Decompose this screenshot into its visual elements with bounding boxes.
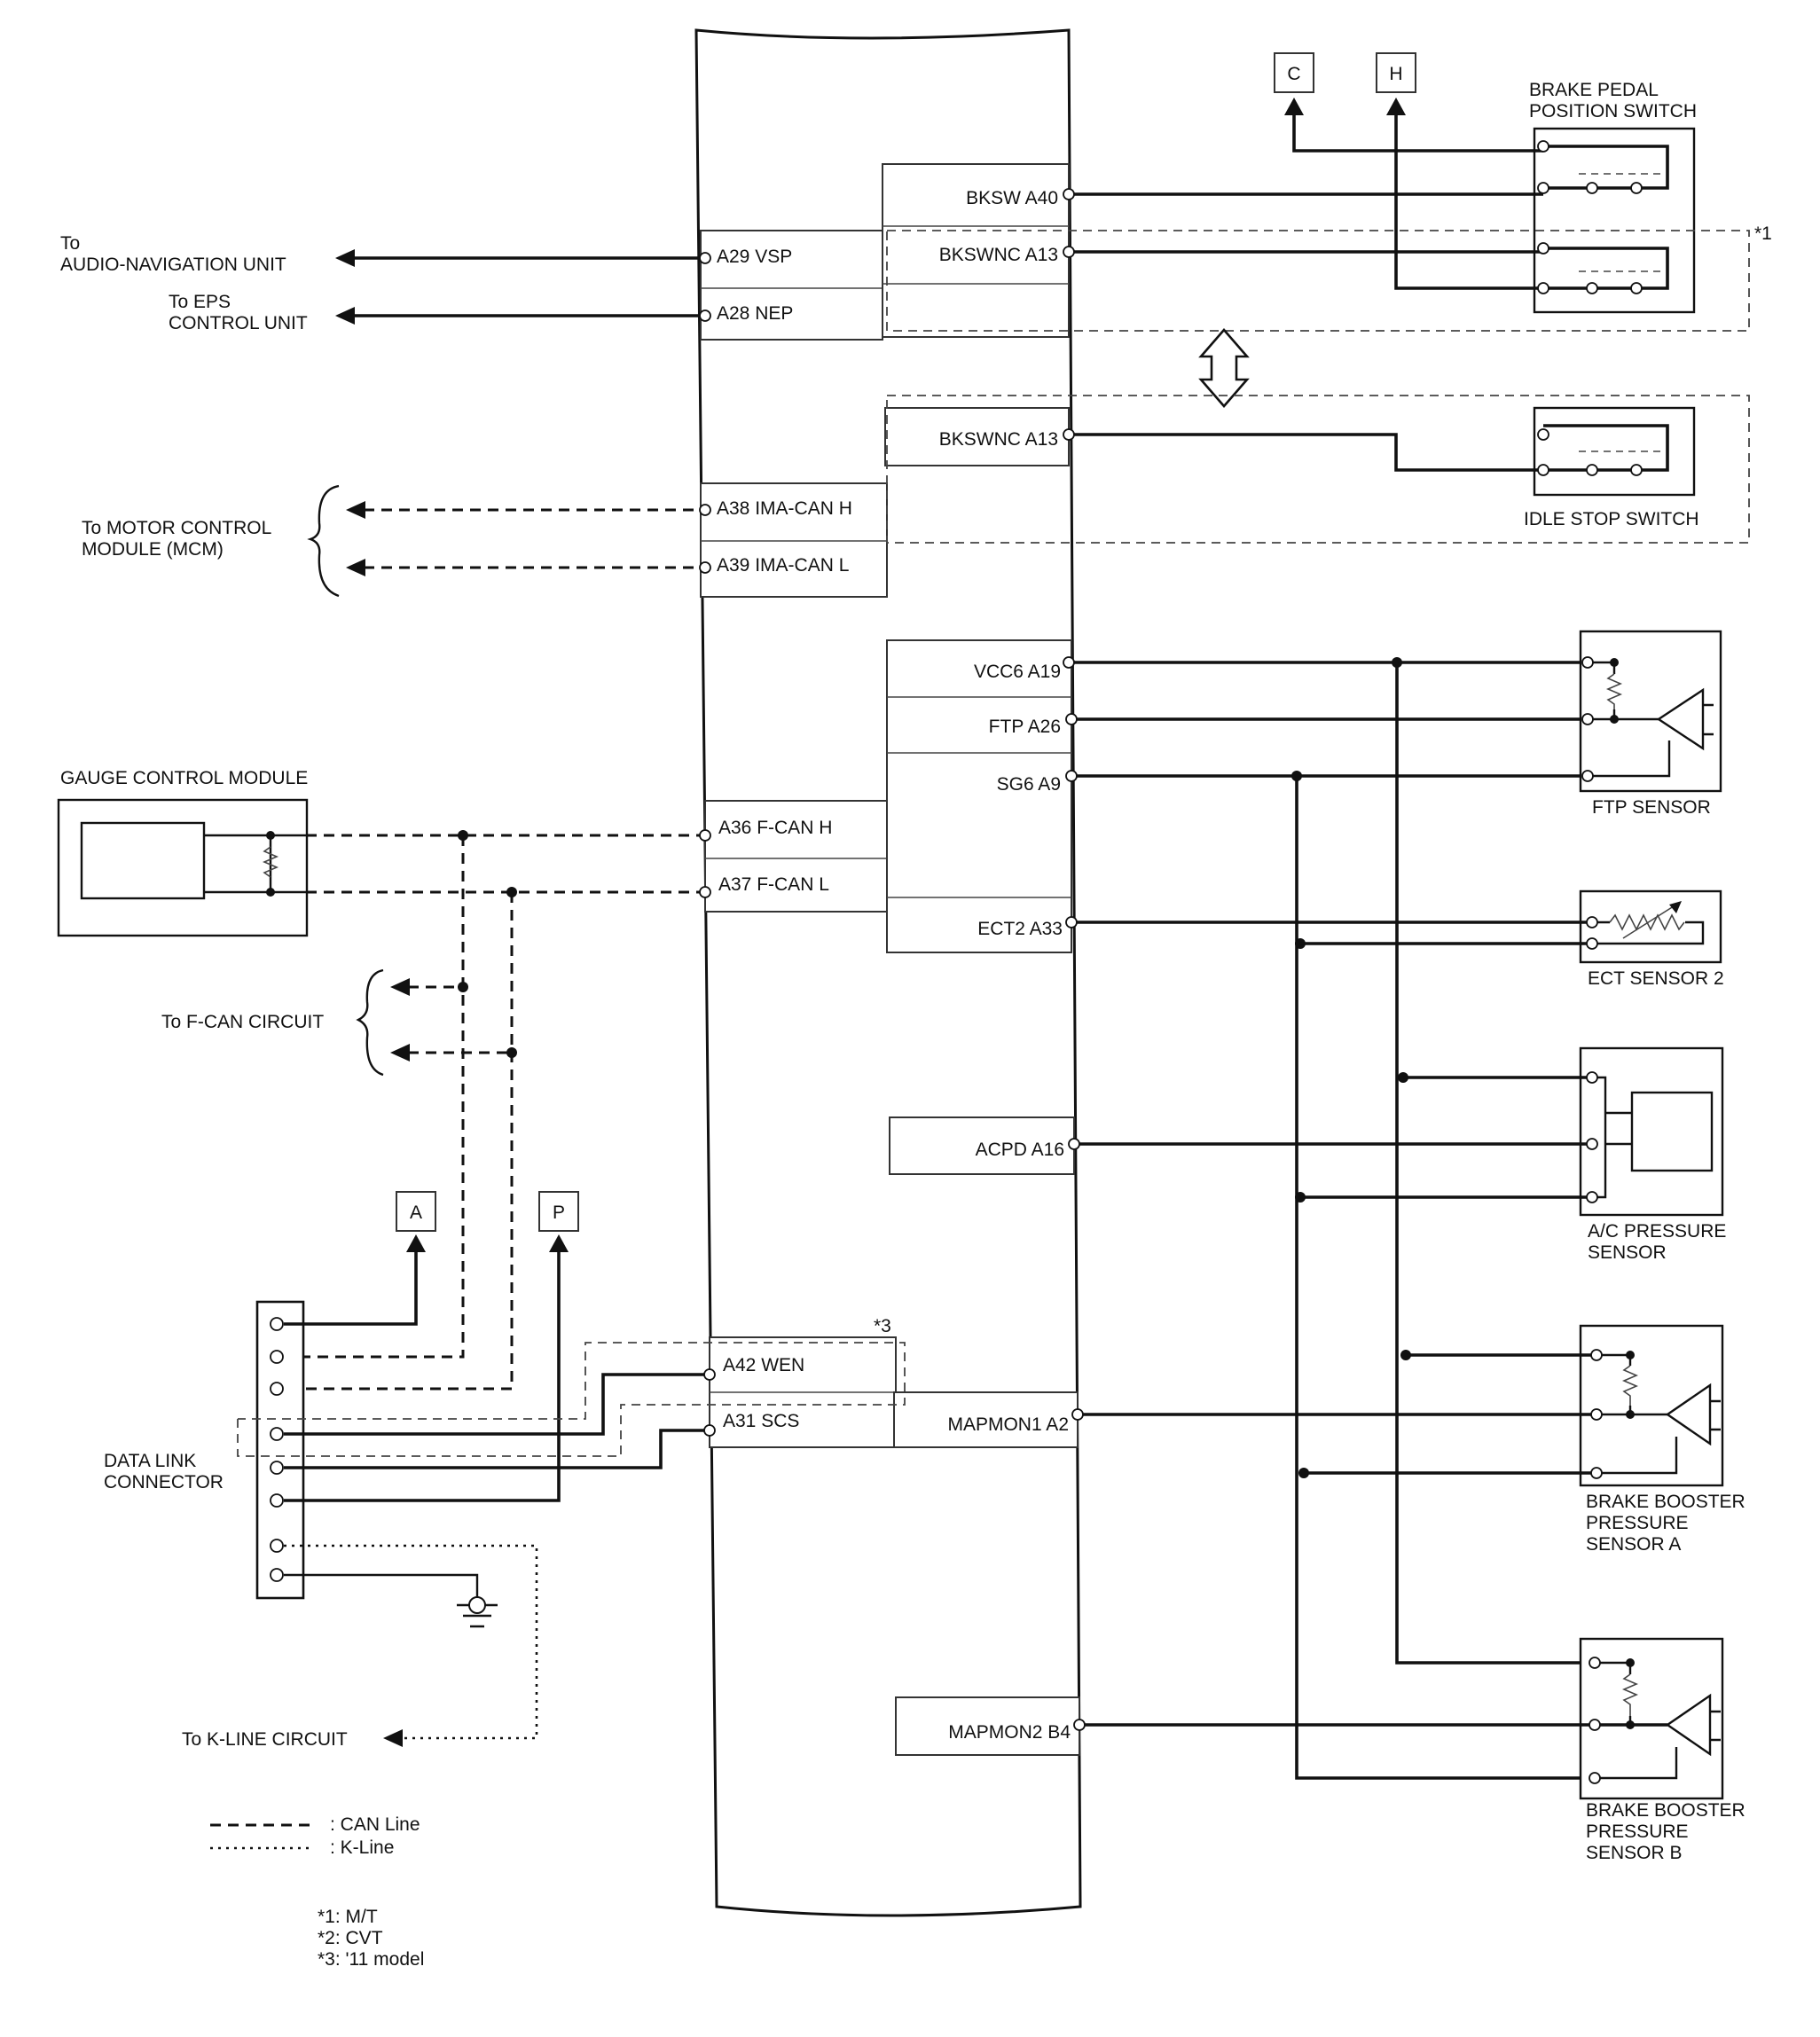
label-eps-control-unit: CONTROL UNIT — [169, 313, 308, 333]
label-ftp-sensor: FTP SENSOR — [1592, 797, 1711, 818]
ect-sensor-2 — [1579, 889, 1722, 964]
ecm-left-connector-panels — [700, 230, 897, 1448]
label-to-f-can-circuit: To F-CAN CIRCUIT — [161, 1012, 324, 1032]
pin-mapmon2-b4: MAPMON2 B4 — [948, 1722, 1071, 1743]
pin-a42-wen: A42 WEN — [723, 1355, 804, 1375]
pin-a37-f-can-l: A37 F-CAN L — [718, 874, 829, 895]
label-bbps-a-2: PRESSURE — [1586, 1513, 1689, 1533]
label-to-eps: To EPS — [169, 292, 231, 312]
pin-bkswnc-a13: BKSWNC A13 — [939, 245, 1058, 265]
label-data-link: DATA LINK — [104, 1451, 196, 1471]
footnote-mt: *1: M/T — [318, 1907, 378, 1927]
note-star3: *3 — [874, 1316, 891, 1336]
label-bbps-b-1: BRAKE BOOSTER — [1586, 1800, 1745, 1821]
label-ac-pressure: A/C PRESSURE — [1588, 1221, 1726, 1242]
label-module-mcm: MODULE (MCM) — [82, 539, 224, 560]
label-idle-stop-switch: IDLE STOP SWITCH — [1524, 509, 1699, 529]
connector-ref-c: C — [1287, 64, 1300, 84]
label-position-switch: POSITION SWITCH — [1529, 101, 1697, 121]
ecm-right-connector-panels — [882, 163, 1080, 1756]
label-bbps-b-3: SENSOR B — [1586, 1843, 1683, 1863]
dlc-terminals — [270, 1317, 284, 1582]
pin-sg6-a9: SG6 A9 — [997, 774, 1061, 795]
pin-a36-f-can-h: A36 F-CAN H — [718, 818, 832, 838]
data-link-connector — [255, 1300, 305, 1600]
idle-stop-switch — [1533, 406, 1696, 497]
label-bbps-b-2: PRESSURE — [1586, 1822, 1689, 1842]
legend-can-line: : CAN Line — [330, 1814, 420, 1835]
connector-ref-p: P — [553, 1203, 565, 1223]
pin-acpd-a16: ACPD A16 — [976, 1140, 1064, 1160]
note-star1: *1 — [1754, 223, 1772, 244]
label-connector: CONNECTOR — [104, 1472, 224, 1492]
legend-k-line: : K-Line — [330, 1837, 394, 1858]
brake-pedal-position-switch — [1533, 127, 1696, 314]
label-ac-sensor: SENSOR — [1588, 1242, 1667, 1263]
pin-bksw-a40: BKSW A40 — [966, 188, 1058, 208]
pin-ect2-a33: ECT2 A33 — [977, 919, 1063, 939]
connector-ref-h: H — [1389, 64, 1402, 84]
label-audio-navigation-unit: AUDIO-NAVIGATION UNIT — [60, 255, 286, 275]
footnote-cvt: *2: CVT — [318, 1928, 383, 1948]
pin-ftp-a26: FTP A26 — [989, 717, 1061, 737]
pin-a38-ima-can-h: A38 IMA-CAN H — [717, 498, 852, 519]
pin-a39-ima-can-l: A39 IMA-CAN L — [717, 555, 849, 576]
footnote-11-model: *3: '11 model — [318, 1949, 424, 1970]
label-to-motor-control: To MOTOR CONTROL — [82, 518, 271, 538]
ecm-pin-terminals — [699, 188, 1086, 1731]
label-gauge-control-module: GAUGE CONTROL MODULE — [60, 768, 308, 788]
label-to: To — [60, 233, 80, 254]
pin-a28-nep: A28 NEP — [717, 303, 793, 324]
label-brake-pedal: BRAKE PEDAL — [1529, 80, 1659, 100]
pin-vcc6-a19: VCC6 A19 — [974, 662, 1061, 682]
pin-a29-vsp: A29 VSP — [717, 247, 792, 267]
label-ect-sensor-2: ECT SENSOR 2 — [1588, 968, 1724, 989]
label-bbps-a-1: BRAKE BOOSTER — [1586, 1492, 1745, 1512]
pin-mapmon1-a2: MAPMON1 A2 — [947, 1414, 1069, 1435]
label-to-k-line-circuit: To K-LINE CIRCUIT — [182, 1729, 348, 1750]
connector-ref-a: A — [410, 1203, 422, 1223]
pin-a31-scs: A31 SCS — [723, 1411, 799, 1431]
label-bbps-a-3: SENSOR A — [1586, 1534, 1681, 1555]
pin-bkswnc-a13-idle: BKSWNC A13 — [939, 429, 1058, 450]
